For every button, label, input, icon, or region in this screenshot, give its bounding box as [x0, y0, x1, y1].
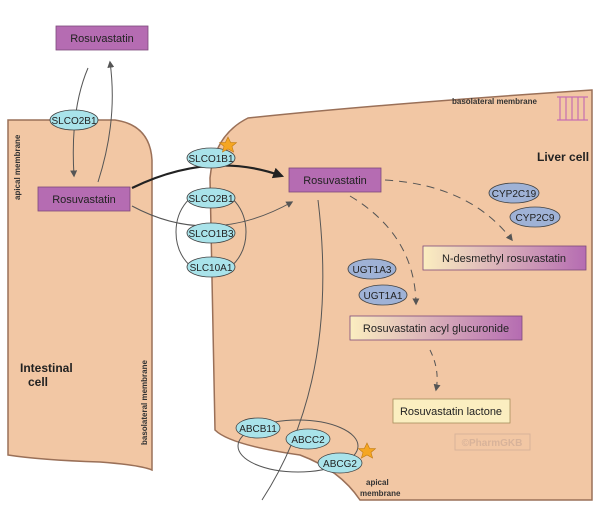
apical-membrane-left-label: apical membrane [13, 134, 22, 200]
liver-cell-label: Liver cell [537, 150, 589, 164]
basolateral-membrane-left-label: basolateral membrane [140, 360, 149, 445]
arrow-to-lactone [429, 349, 441, 392]
cyp2c19-label: CYP2C19 [492, 189, 537, 200]
rosuvastatin-liver-box: Rosuvastatin [288, 167, 382, 193]
slco1b1-transporter: SLCO1B1 [186, 147, 236, 169]
pharmgkb-watermark: ©PharmGKB [454, 433, 531, 451]
abcg2-label: ABCG2 [323, 459, 357, 470]
membrane-texture [557, 96, 588, 121]
cyp2c9-label: CYP2C9 [516, 213, 555, 224]
arrow-to-ugt [349, 195, 420, 306]
intestinal-cell [7, 119, 153, 472]
acyl-glucuronide-box: Rosuvastatin acyl glucuronide [349, 315, 523, 341]
watermark-label: ©PharmGKB [462, 438, 523, 449]
acyl-glucuronide-label: Rosuvastatin acyl glucuronide [363, 323, 509, 335]
slco2b1-intestine-label: SLCO2B1 [51, 116, 96, 127]
rosuvastatin-intestine-label: Rosuvastatin [52, 194, 116, 206]
rosuvastatin-top-box: Rosuvastatin [55, 25, 149, 51]
arrow-efflux [261, 199, 324, 501]
intestinal-cell-label-line2: cell [28, 375, 48, 389]
cyp2c9-enzyme: CYP2C9 [509, 206, 561, 228]
abcb11-label: ABCB11 [239, 424, 277, 435]
abcg2-transporter: ABCG2 [317, 452, 363, 474]
variant-star-icon [218, 136, 238, 153]
slc10a1-transporter: SLC10A1 [186, 256, 236, 278]
slc10a1-label: SLC10A1 [190, 263, 233, 274]
abcc2-label: ABCC2 [291, 435, 325, 446]
slco2b1-intestine-transporter: SLCO2B1 [49, 109, 99, 131]
lactone-label: Rosuvastatin lactone [400, 406, 502, 418]
ugt1a3-enzyme: UGT1A3 [347, 258, 397, 280]
abcb11-transporter: ABCB11 [235, 417, 281, 439]
rosuvastatin-top-label: Rosuvastatin [70, 33, 134, 45]
lactone-box: Rosuvastatin lactone [392, 398, 511, 424]
slco1b3-label: SLCO1B3 [188, 229, 233, 240]
basolateral-membrane-top-label: basolateral membrane [452, 97, 537, 106]
variant-star-icon [357, 442, 377, 459]
slco1b1-label: SLCO1B1 [188, 154, 233, 165]
slco2b1-liver-transporter: SLCO2B1 [186, 187, 236, 209]
ugt1a1-enzyme: UGT1A1 [358, 284, 408, 306]
arrow-to-cyp [384, 179, 513, 242]
rosuvastatin-liver-label: Rosuvastatin [303, 175, 367, 187]
abcc2-transporter: ABCC2 [285, 428, 331, 450]
ugt1a3-label: UGT1A3 [353, 265, 392, 276]
slco2b1-liver-label: SLCO2B1 [188, 194, 233, 205]
apical-membrane-bottom-label-line2: membrane [360, 489, 401, 498]
ugt1a1-label: UGT1A1 [364, 291, 403, 302]
apical-membrane-bottom-label-line1: apical [366, 478, 389, 487]
intestinal-cell-label-line1: Intestinal [20, 361, 73, 375]
efflux-cluster-ring [237, 419, 359, 473]
cyp2c19-enzyme: CYP2C19 [488, 182, 540, 204]
n-desmethyl-box: N-desmethyl rosuvastatin [422, 245, 587, 271]
arrow-top-up [97, 60, 115, 183]
n-desmethyl-label: N-desmethyl rosuvastatin [442, 253, 566, 265]
rosuvastatin-intestine-box: Rosuvastatin [37, 186, 131, 212]
slco1b3-transporter: SLCO1B3 [186, 222, 236, 244]
